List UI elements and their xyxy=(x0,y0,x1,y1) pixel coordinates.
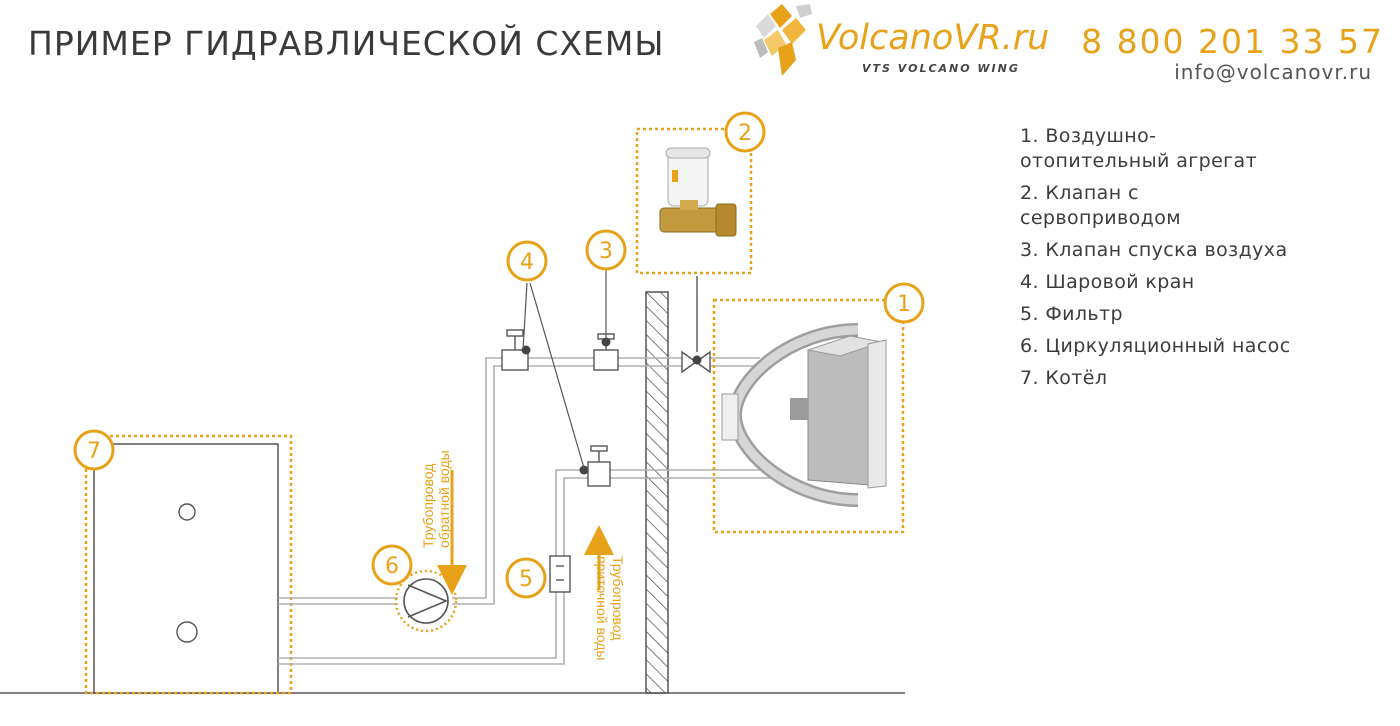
page-title: ПРИМЕР ГИДРАВЛИЧЕСКОЙ СХЕМЫ xyxy=(28,24,665,63)
pointer-line-4a xyxy=(522,282,528,351)
wall xyxy=(645,291,669,694)
brand-main: VolcanoVR xyxy=(816,18,1002,58)
legend-item-2: 2. Клапан с сервоприводом xyxy=(1020,181,1390,231)
servo-valve-body xyxy=(681,276,711,374)
brand-name: VolcanoVR.ru xyxy=(816,18,1049,58)
legend-item-6-text: 6. Циркуляционный насос xyxy=(1020,335,1291,357)
legend-item-7: 7. Котёл xyxy=(1020,366,1390,391)
return-pipe-label: Трубопровод обратной воды xyxy=(420,450,452,548)
pipes xyxy=(278,357,780,665)
badge-1: 1 xyxy=(883,282,925,324)
supply-pipe-label-line2: приточной воды xyxy=(594,556,610,660)
ball-valve-lower xyxy=(579,445,611,487)
return-pipe-label-line1: Трубопровод xyxy=(420,464,436,548)
logo-mark-icon xyxy=(754,4,812,76)
badge-2-text: 2 xyxy=(738,121,752,146)
boiler xyxy=(84,434,293,695)
legend-item-2-text: 2. Клапан с сервоприводом xyxy=(1020,182,1181,229)
pointer-line-4b xyxy=(529,282,585,469)
servo-valve-inset xyxy=(635,127,753,275)
air-heater-unit xyxy=(712,298,905,534)
email-link[interactable]: info@volcanovr.ru xyxy=(1174,60,1372,84)
badge-6-text: 6 xyxy=(385,554,399,579)
badge-6: 6 xyxy=(371,544,413,586)
brand-suffix: .ru xyxy=(1001,18,1050,58)
badge-3-text: 3 xyxy=(599,239,613,264)
legend-item-1: 1. Воздушно- отопительный агрегат xyxy=(1020,124,1390,174)
brand-logo[interactable]: VolcanoVR.ru VTS VOLCANO WING xyxy=(752,4,1082,84)
return-pipe-label-line2: обратной воды xyxy=(436,450,452,548)
badge-3: 3 xyxy=(585,229,627,271)
legend-item-3-text: 3. Клапан спуска воздуха xyxy=(1020,239,1288,261)
phone-number[interactable]: 8 800 201 33 57 xyxy=(1081,22,1384,61)
boiler-port-lower xyxy=(176,621,198,643)
badge-7: 7 xyxy=(73,429,115,471)
legend-item-1-text: 1. Воздушно- отопительный агрегат xyxy=(1020,125,1258,172)
legend-item-4: 4. Шаровой кран xyxy=(1020,270,1390,295)
badge-1-text: 1 xyxy=(897,292,911,317)
badge-5-text: 5 xyxy=(519,567,533,592)
badge-4: 4 xyxy=(506,240,548,282)
boiler-port-upper xyxy=(178,503,196,521)
ball-valve-upper xyxy=(501,329,531,371)
badge-7-text: 7 xyxy=(87,439,101,464)
legend-item-5-text: 5. Фильтр xyxy=(1020,303,1123,325)
air-heater-highlight-frame xyxy=(712,298,905,534)
filter xyxy=(549,555,571,593)
legend-item-3: 3. Клапан спуска воздуха xyxy=(1020,238,1390,263)
legend-item-7-text: 7. Котёл xyxy=(1020,367,1108,389)
brand-tagline: VTS VOLCANO WING xyxy=(862,62,1020,75)
legend-item-5: 5. Фильтр xyxy=(1020,302,1390,327)
boiler-highlight-frame xyxy=(84,434,293,695)
legend: 1. Воздушно- отопительный агрегат 2. Кла… xyxy=(1020,124,1390,398)
badge-2: 2 xyxy=(724,111,766,153)
badge-5: 5 xyxy=(505,557,547,599)
supply-pipe-label-line1: Трубопровод xyxy=(610,556,626,640)
servo-valve-highlight-frame xyxy=(635,127,753,275)
supply-pipe-label: Трубопровод приточной воды xyxy=(594,556,626,660)
badge-4-text: 4 xyxy=(520,250,534,275)
legend-item-4-text: 4. Шаровой кран xyxy=(1020,271,1195,293)
legend-item-6: 6. Циркуляционный насос xyxy=(1020,334,1390,359)
